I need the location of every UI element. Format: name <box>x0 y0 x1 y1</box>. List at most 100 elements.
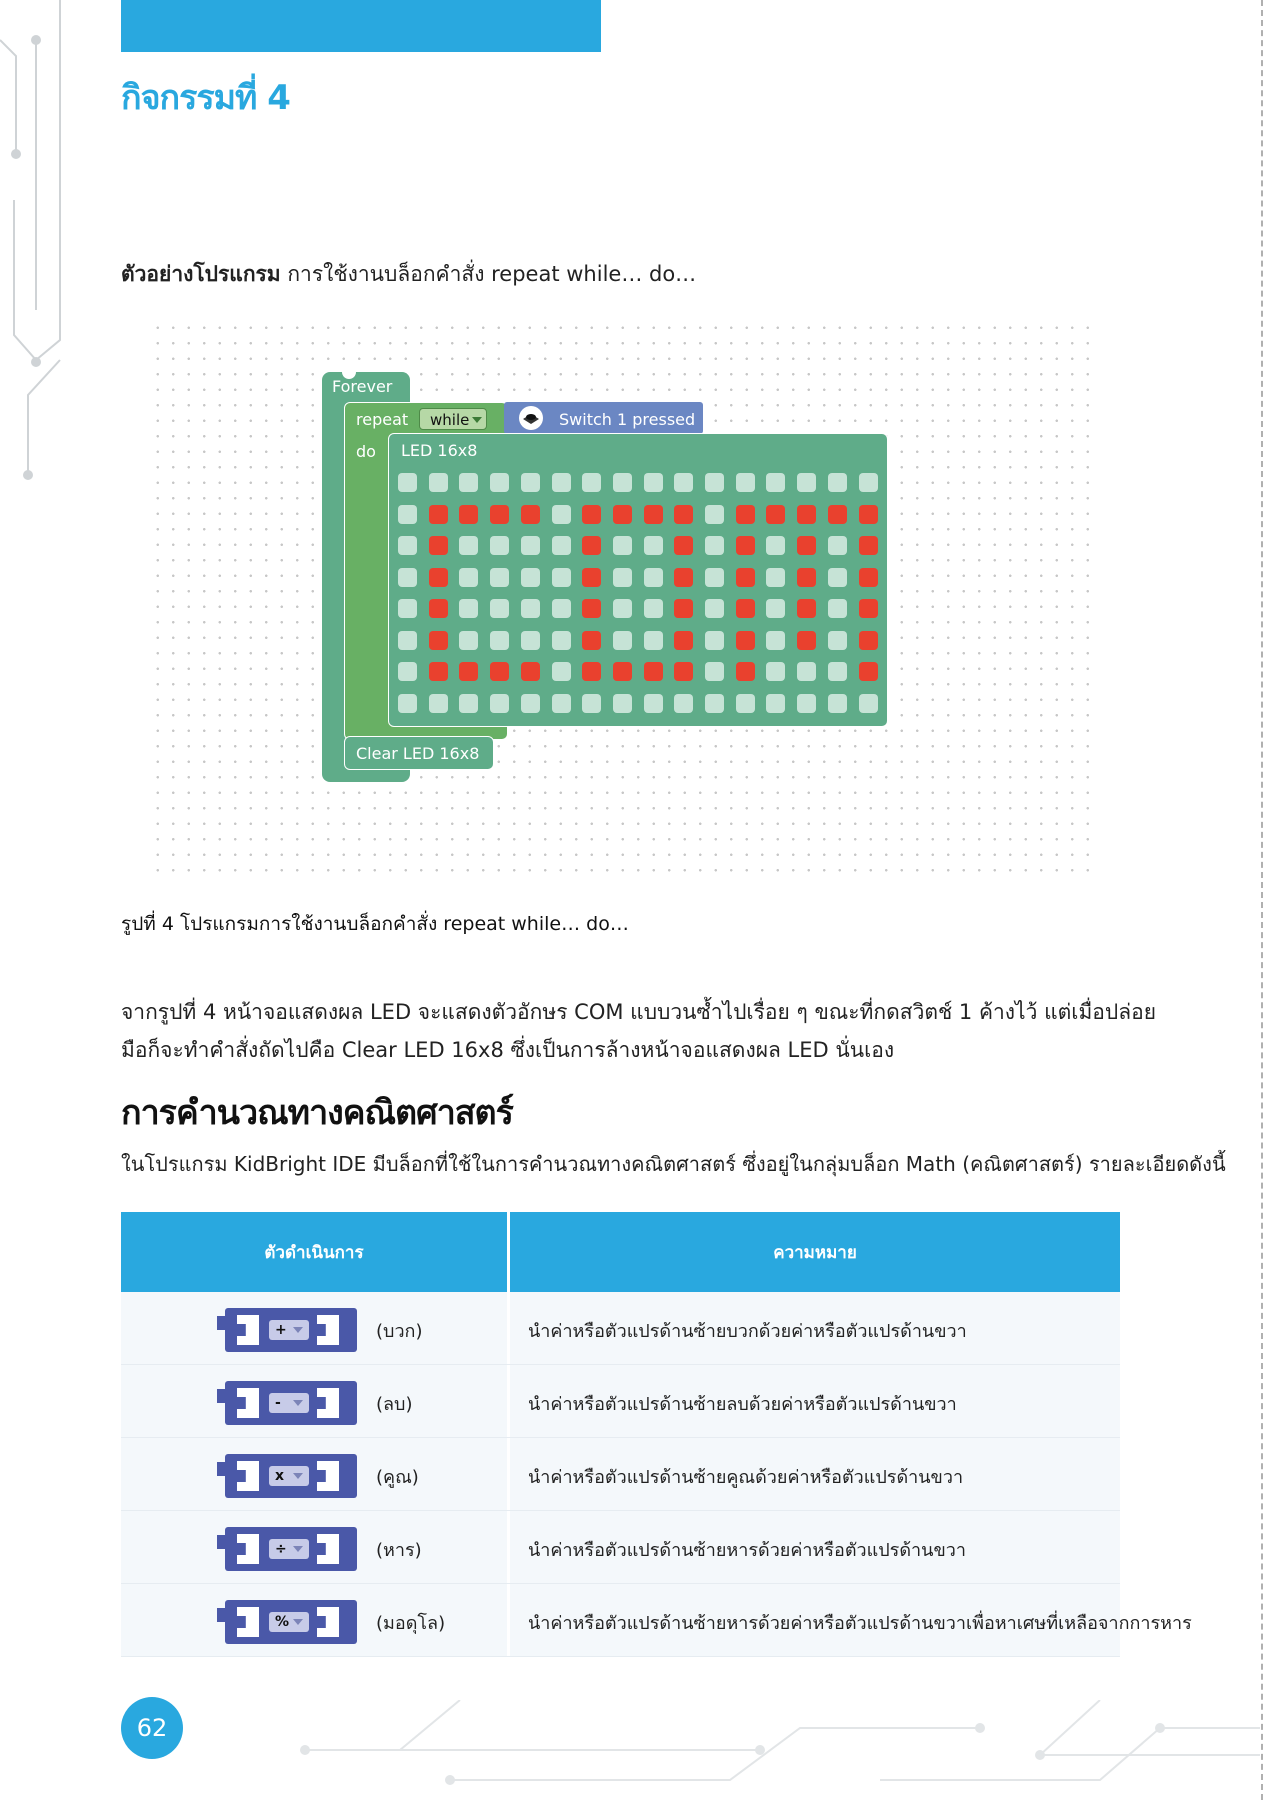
led-cell[interactable] <box>490 567 510 587</box>
led-cell[interactable] <box>735 473 755 492</box>
led-cell[interactable] <box>612 693 632 713</box>
led-cell[interactable] <box>459 630 479 650</box>
led-cell[interactable] <box>490 630 510 650</box>
led-cell[interactable] <box>428 504 448 524</box>
input-slot-left[interactable] <box>237 1388 259 1418</box>
led-cell[interactable] <box>428 473 448 492</box>
led-cell[interactable] <box>797 662 817 681</box>
led-cell[interactable] <box>582 473 602 492</box>
led-cell[interactable] <box>612 630 632 650</box>
led-cell[interactable] <box>735 693 755 713</box>
led-cell[interactable] <box>766 630 786 650</box>
led-cell[interactable] <box>735 599 755 618</box>
led-cell[interactable] <box>520 473 540 492</box>
led-cell[interactable] <box>705 504 724 524</box>
led-cell[interactable] <box>551 473 571 492</box>
led-cell[interactable] <box>551 567 571 587</box>
led-cell[interactable] <box>643 693 663 713</box>
led-cell[interactable] <box>582 567 602 587</box>
input-slot-left[interactable] <box>237 1607 259 1637</box>
led-cell[interactable] <box>797 536 817 555</box>
led-cell[interactable] <box>705 630 724 650</box>
led-cell[interactable] <box>827 599 847 618</box>
led-cell[interactable] <box>520 504 540 524</box>
led-cell[interactable] <box>674 662 694 681</box>
operator-dropdown[interactable]: ÷ <box>269 1539 309 1559</box>
led-cell[interactable] <box>459 599 479 618</box>
led-cell[interactable] <box>612 536 632 555</box>
led-cell[interactable] <box>643 662 663 681</box>
led-cell[interactable] <box>459 567 479 587</box>
input-slot-right[interactable] <box>317 1388 339 1418</box>
led-cell[interactable] <box>490 693 510 713</box>
led-cell[interactable] <box>582 599 602 618</box>
led-cell[interactable] <box>858 599 878 618</box>
input-slot-right[interactable] <box>317 1534 339 1564</box>
led-cell[interactable] <box>582 536 602 555</box>
led-cell[interactable] <box>551 599 571 618</box>
led-cell[interactable] <box>674 504 694 524</box>
led-cell[interactable] <box>827 567 847 587</box>
led-cell[interactable] <box>705 536 724 555</box>
led-cell[interactable] <box>766 567 786 587</box>
clear-led-block[interactable] <box>344 736 494 770</box>
operator-dropdown[interactable]: - <box>269 1393 309 1413</box>
led-cell[interactable] <box>398 504 417 524</box>
led-cell[interactable] <box>582 662 602 681</box>
led-cell[interactable] <box>827 662 847 681</box>
led-cell[interactable] <box>459 693 479 713</box>
led-cell[interactable] <box>398 536 417 555</box>
led-cell[interactable] <box>766 693 786 713</box>
led-cell[interactable] <box>551 536 571 555</box>
led-cell[interactable] <box>398 662 417 681</box>
led-cell[interactable] <box>797 693 817 713</box>
operator-dropdown[interactable]: x <box>269 1466 309 1486</box>
led-cell[interactable] <box>735 567 755 587</box>
led-cell[interactable] <box>428 693 448 713</box>
led-cell[interactable] <box>582 630 602 650</box>
led-cell[interactable] <box>858 662 878 681</box>
led-cell[interactable] <box>551 662 571 681</box>
led-cell[interactable] <box>797 504 817 524</box>
led-cell[interactable] <box>459 536 479 555</box>
led-cell[interactable] <box>398 599 417 618</box>
led-cell[interactable] <box>643 473 663 492</box>
led-cell[interactable] <box>858 630 878 650</box>
led-cell[interactable] <box>858 567 878 587</box>
led-cell[interactable] <box>490 473 510 492</box>
led-cell[interactable] <box>735 662 755 681</box>
led-cell[interactable] <box>766 662 786 681</box>
led-cell[interactable] <box>582 693 602 713</box>
led-cell[interactable] <box>612 599 632 618</box>
led-cell[interactable] <box>827 693 847 713</box>
operator-dropdown[interactable]: % <box>269 1612 309 1632</box>
led-cell[interactable] <box>858 536 878 555</box>
led-cell[interactable] <box>612 567 632 587</box>
led-cell[interactable] <box>797 473 817 492</box>
led-cell[interactable] <box>827 536 847 555</box>
led-cell[interactable] <box>582 504 602 524</box>
led-cell[interactable] <box>520 630 540 650</box>
led-cell[interactable] <box>459 504 479 524</box>
led-cell[interactable] <box>398 693 417 713</box>
led-cell[interactable] <box>735 630 755 650</box>
led-cell[interactable] <box>428 630 448 650</box>
led-cell[interactable] <box>612 473 632 492</box>
led-cell[interactable] <box>398 567 417 587</box>
input-slot-left[interactable] <box>237 1534 259 1564</box>
led-cell[interactable] <box>766 599 786 618</box>
input-slot-right[interactable] <box>317 1461 339 1491</box>
led-cell[interactable] <box>797 567 817 587</box>
led-cell[interactable] <box>520 567 540 587</box>
led-cell[interactable] <box>520 662 540 681</box>
led-cell[interactable] <box>674 567 694 587</box>
led-cell[interactable] <box>827 504 847 524</box>
led-cell[interactable] <box>643 536 663 555</box>
led-cell[interactable] <box>827 630 847 650</box>
led-cell[interactable] <box>827 473 847 492</box>
led-cell[interactable] <box>705 599 724 618</box>
led-cell[interactable] <box>490 536 510 555</box>
led-cell[interactable] <box>705 473 724 492</box>
math-operator-block[interactable]: ÷ <box>217 1527 357 1571</box>
led-cell[interactable] <box>428 567 448 587</box>
